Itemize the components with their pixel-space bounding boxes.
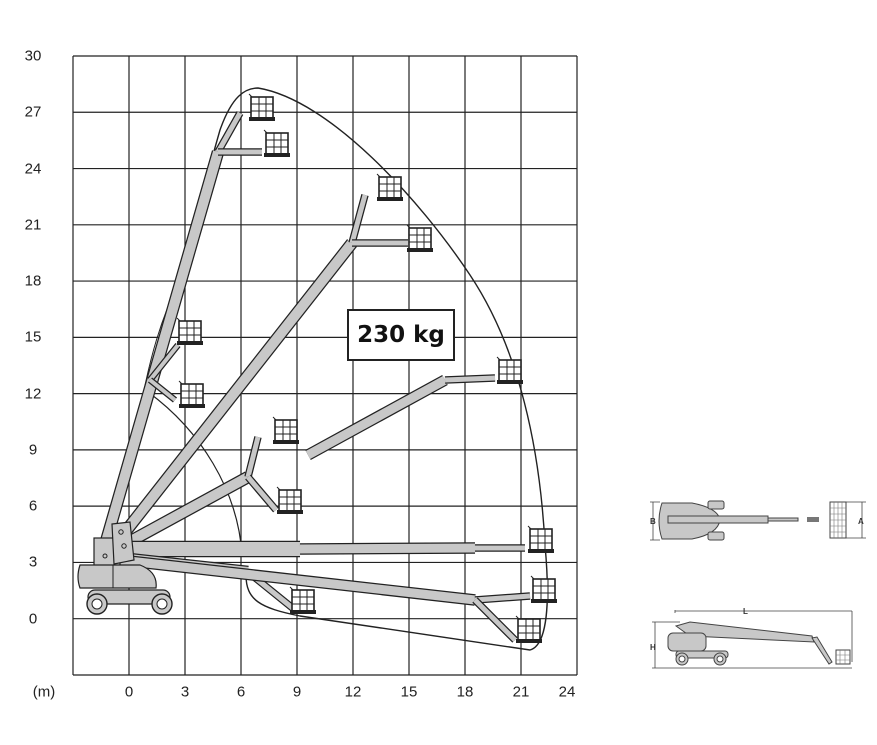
- boom-segment: [148, 378, 177, 402]
- platform-width-dimension-label: A: [858, 517, 864, 526]
- x-tick-label: 21: [512, 683, 530, 701]
- platform-basket: [263, 129, 291, 158]
- length-dimension-label: L: [743, 607, 748, 616]
- boom-positions: [98, 93, 558, 644]
- boom-segment: [305, 376, 448, 459]
- platform-basket: [406, 224, 434, 253]
- platform-basket: [527, 525, 555, 554]
- boom-segment: [349, 194, 368, 244]
- x-tick-label: 6: [236, 683, 246, 701]
- y-tick-label: 9: [28, 441, 38, 459]
- boom-segment: [444, 375, 496, 383]
- unit-label: (m): [32, 683, 56, 701]
- x-tick-label: 0: [124, 683, 134, 701]
- y-tick-label: 6: [28, 497, 38, 515]
- platform-basket: [530, 575, 558, 604]
- platform-basket: [496, 356, 524, 385]
- side-view-diagram: [652, 610, 853, 669]
- boom-segment: [215, 111, 243, 154]
- x-tick-label: 24: [558, 683, 576, 701]
- boom-segment: [246, 475, 278, 512]
- y-tick-label: 0: [28, 610, 38, 628]
- platform-basket: [289, 586, 317, 615]
- boom-segment: [473, 598, 517, 642]
- x-tick-label: 18: [456, 683, 474, 701]
- platform-basket: [176, 317, 204, 346]
- x-tick-label: 12: [344, 683, 362, 701]
- y-tick-label: 12: [24, 385, 42, 403]
- boom-segment: [245, 436, 261, 478]
- boom-segment: [115, 472, 251, 553]
- y-tick-label: 21: [24, 216, 42, 234]
- boom-segment: [119, 555, 476, 605]
- platform-basket: [272, 416, 300, 445]
- x-tick-label: 15: [400, 683, 418, 701]
- platform-basket: [376, 173, 404, 202]
- y-tick-label: 24: [24, 160, 42, 178]
- boom-segment: [100, 150, 223, 547]
- platform-basket: [276, 486, 304, 515]
- platform-basket: [248, 93, 276, 122]
- boom-segment: [299, 543, 476, 554]
- boom-segment: [111, 239, 356, 549]
- top-view-diagram: [650, 500, 866, 541]
- x-tick-label: 9: [292, 683, 302, 701]
- platform-basket: [178, 380, 206, 409]
- y-tick-label: 27: [24, 103, 42, 121]
- x-tick-label: 3: [180, 683, 190, 701]
- boom-segment: [474, 593, 531, 603]
- y-tick-label: 3: [28, 553, 38, 571]
- y-tick-label: 15: [24, 328, 42, 346]
- height-dimension-label: H: [650, 643, 656, 652]
- y-tick-label: 18: [24, 272, 42, 290]
- y-tick-label: 30: [24, 47, 42, 65]
- machine-side-view: [77, 521, 173, 615]
- width-dimension-label: B: [650, 517, 656, 526]
- boom-segment: [148, 343, 180, 382]
- platform-basket: [515, 615, 543, 644]
- load-capacity-label: 230 kg: [347, 309, 455, 361]
